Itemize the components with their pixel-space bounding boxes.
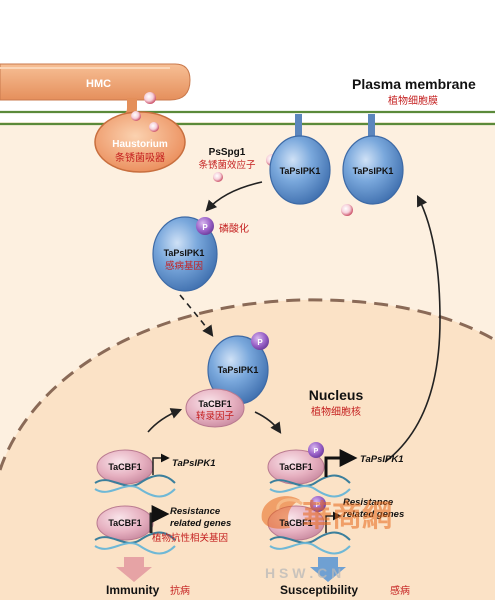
phospho-letter: P [316,502,321,509]
right-gene2-line1: Resistance [343,497,394,508]
susceptibility-arrow [310,557,346,582]
membrane-kinase-1 [269,114,331,205]
effector-label: PsSpg1 [209,147,246,158]
membrane-title-zh: 植物细胞膜 [388,94,438,107]
left-gene2-line2: related genes [170,518,231,529]
nucleus-title-zh: 植物细胞核 [311,405,361,418]
tf-left-2-label: TaCBF1 [108,518,141,528]
tf-label-zh: 转录因子 [196,410,235,422]
flow-arrows [147,181,441,463]
phospho-letter: P [257,338,263,347]
right-gene2-line2: related genes [343,509,404,520]
kinase-label-1: TaPsIPK1 [280,166,321,176]
phospho-letter: P [202,223,208,232]
susceptibility-label-zh: 感病 [390,584,410,597]
left-gene1-label: TaPsIPK1 [172,458,215,469]
watermark-brand: 華商網 [302,499,392,534]
tf-left-1-label: TaCBF1 [108,462,141,472]
tf-left-2 [96,505,154,541]
kinase-label-zh: 感病基因 [165,260,203,272]
membrane-title: Plasma membrane [352,76,476,92]
kinase-label-2: TaPsIPK1 [353,166,394,176]
vesicle [131,111,141,121]
hmc-cell [0,63,191,101]
left-gene2-line1: Resistance [170,506,221,517]
haustorium-label: Haustorium [112,139,168,150]
watermark-url: H S W . C N [265,565,341,581]
phospho-badge [308,442,324,458]
left-gene2-zh: 植物抗性相关基因 [152,532,228,544]
extracellular-area [0,0,495,122]
right-gene1-label: TaPsIPK1 [360,454,403,465]
phospho-letter: P [314,448,319,455]
immunity-label: Immunity [106,583,160,597]
tf-label: TaCBF1 [198,399,231,409]
phosphorylated-kinase [152,216,218,292]
watermark-logo [261,496,303,529]
haustorium [94,98,186,173]
hmc-label: HMC [86,78,111,90]
vesicle [144,92,156,104]
effector-label-zh: 条锈菌效应子 [198,159,256,171]
haustorium-label-zh: 条锈菌吸器 [115,151,165,164]
phospho-badge [310,496,326,512]
vesicle [341,204,353,216]
immunity-label-zh: 抗病 [170,584,190,597]
phospho-badge [196,217,214,235]
membrane-kinase-2 [342,114,404,205]
vesicle [213,172,223,182]
phospho-label-zh: 磷酸化 [219,222,249,235]
vesicle [149,122,159,132]
phospho-badge [251,332,269,350]
left-gene-panel [94,449,176,582]
immunity-arrow [116,557,152,582]
nuclear-kinase-complex [185,332,269,428]
susceptibility-label: Susceptibility [280,583,358,597]
tf-right-1-label: TaCBF1 [279,462,312,472]
nucleus-title: Nucleus [309,387,364,403]
tf-right-2-label: TaCBF1 [279,518,312,528]
kinase-label-3: TaPsIPK1 [164,248,205,258]
right-gene-panel [267,442,358,582]
plasma-membrane [0,110,495,126]
kinase-label-4: TaPsIPK1 [218,365,259,375]
